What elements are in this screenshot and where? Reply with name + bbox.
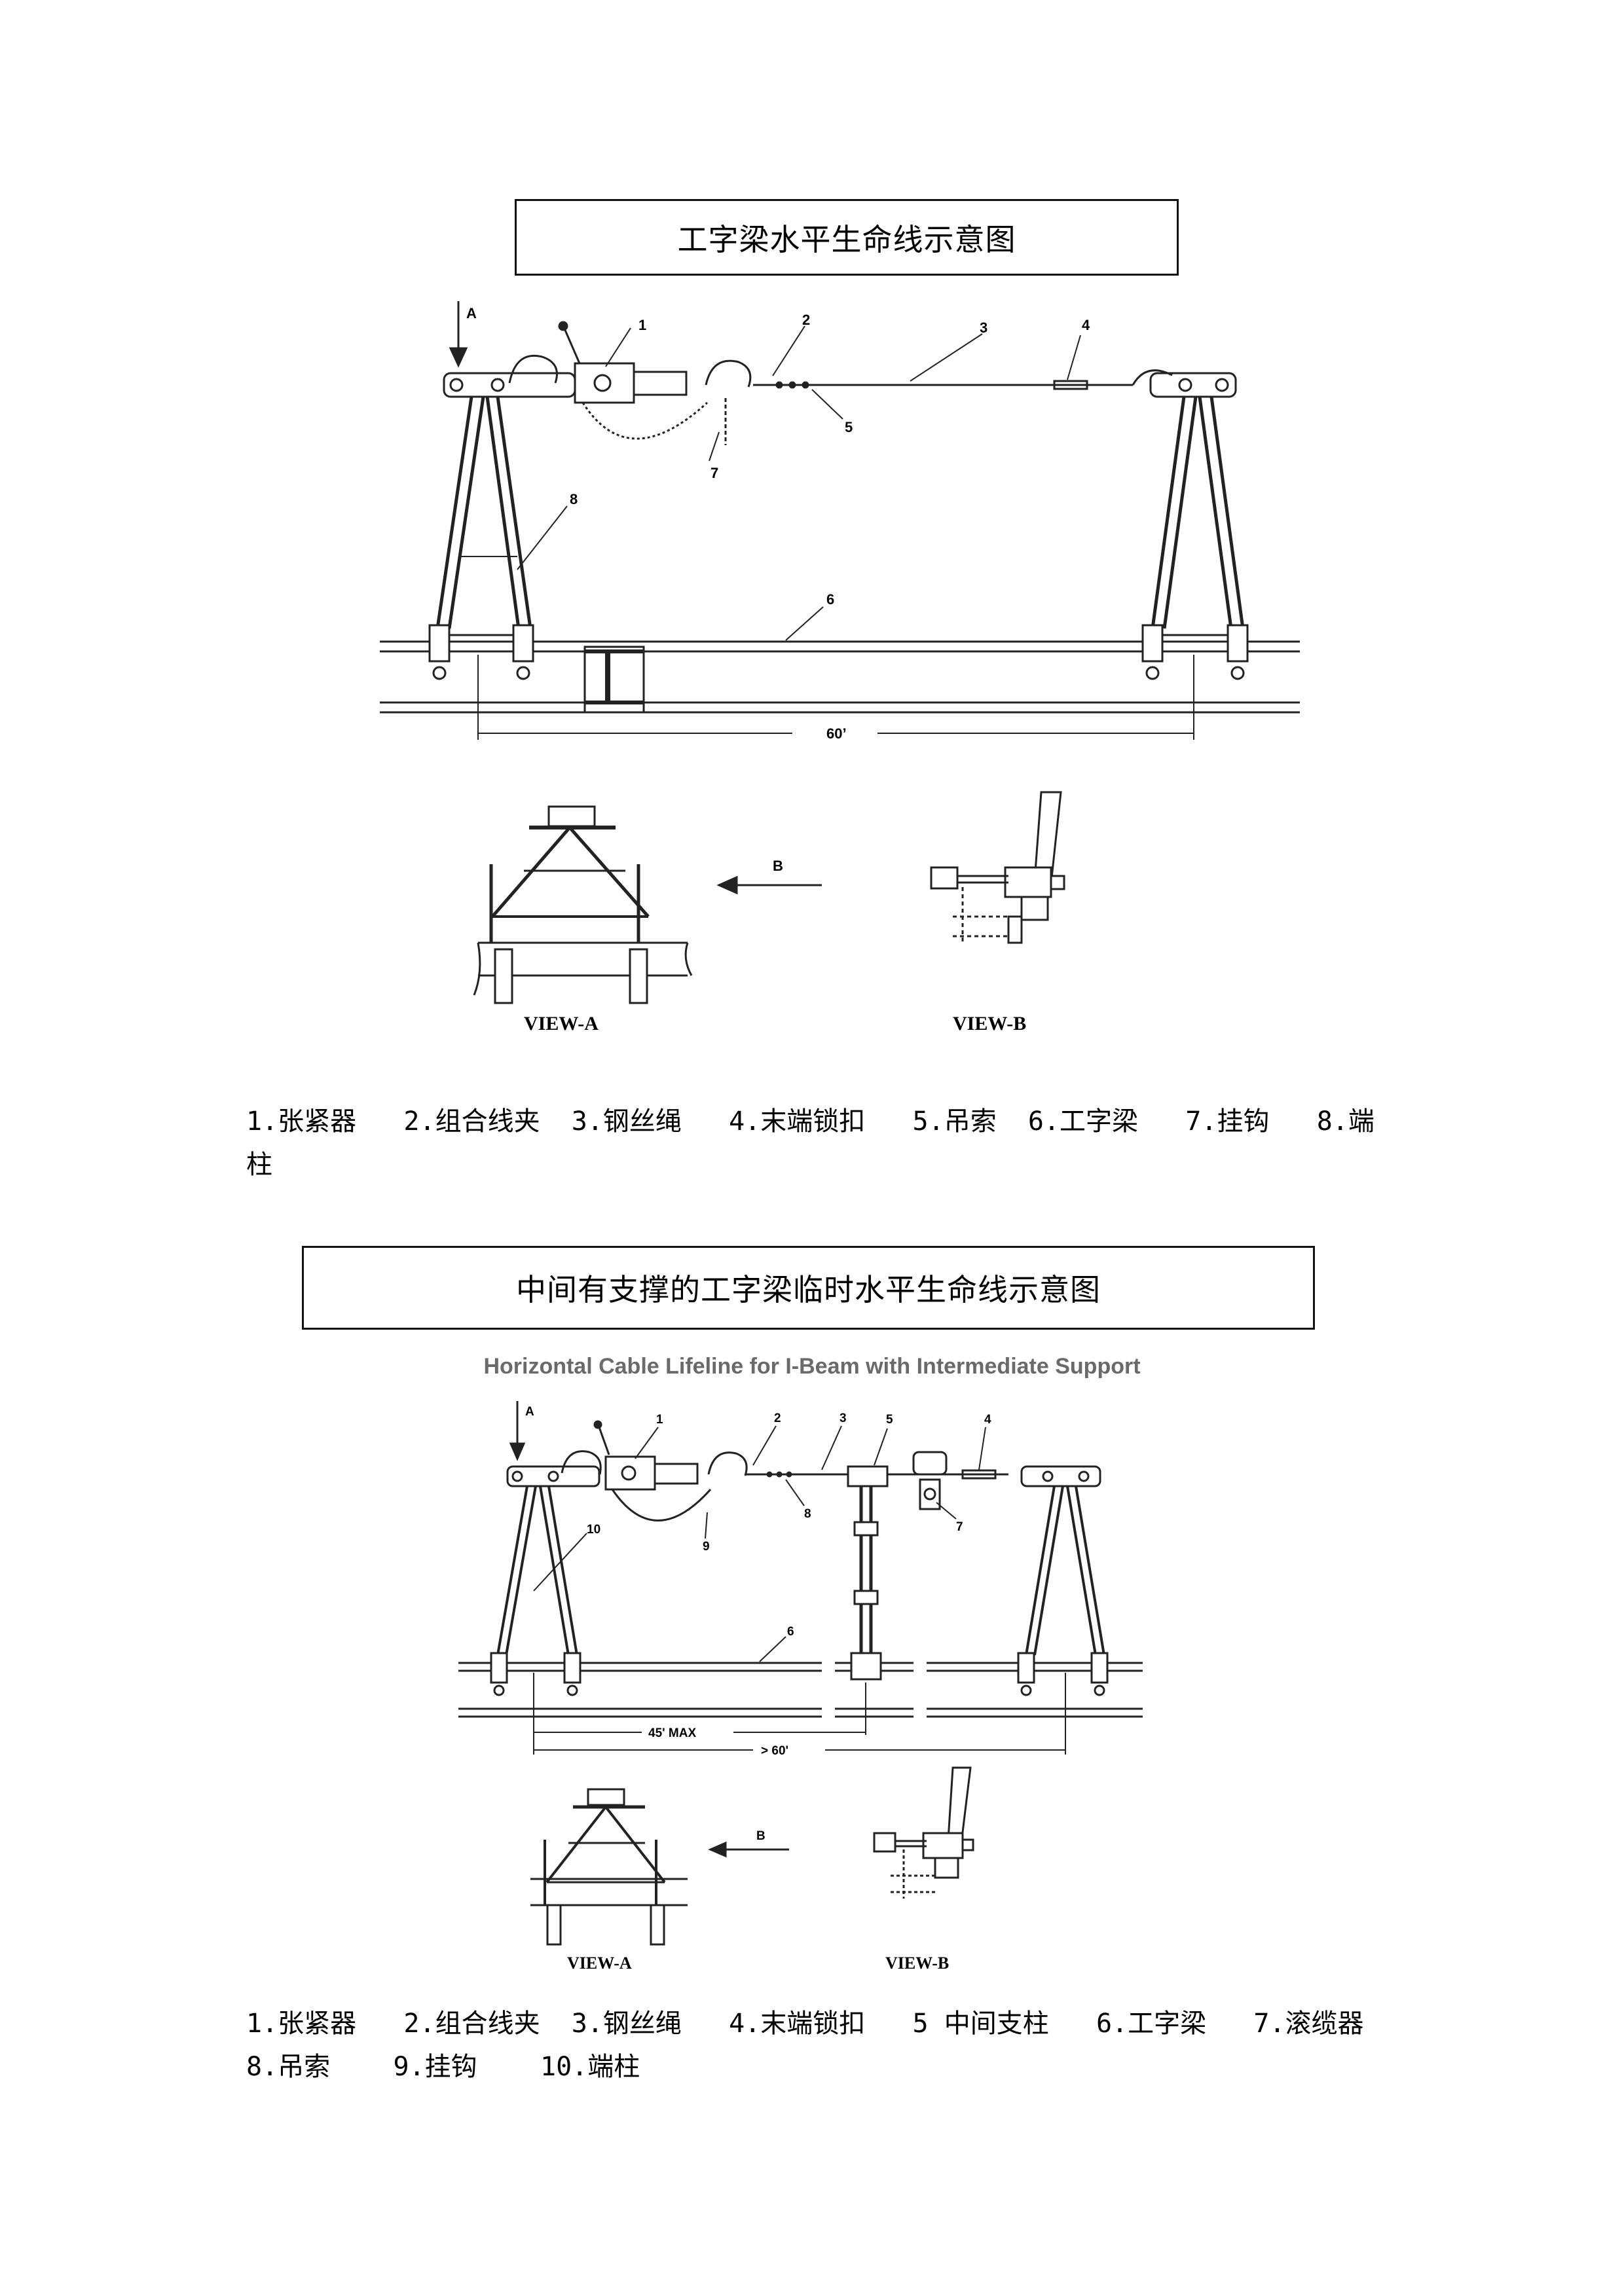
view-a-drawing xyxy=(473,805,822,1004)
diagram-2-title: 中间有支撑的工字梁临时水平生命线示意图 xyxy=(302,1246,1315,1330)
callout2-4: 4 xyxy=(984,1413,991,1427)
view-a-arrow-label: A xyxy=(466,305,477,321)
span-max-label: 45' MAX xyxy=(648,1726,696,1740)
view-b-drawing-2 xyxy=(873,1766,974,1899)
callout-3: 3 xyxy=(980,319,987,336)
view-b-drawing xyxy=(930,791,1065,944)
callout-6: 6 xyxy=(826,591,834,608)
view-b-arrow-label: B xyxy=(773,858,783,874)
callout2-6: 6 xyxy=(787,1625,794,1639)
part-callouts: 1 2 3 4 5 6 7 8 xyxy=(570,312,1090,608)
callout-7: 7 xyxy=(710,465,718,481)
legend-1-line-1: 1.张紧器 2.组合线夹 3.钢丝绳 4.末端锁扣 5.吊索 6.工字梁 7.挂… xyxy=(246,1106,1375,1137)
view-b-label: VIEW-B xyxy=(953,1013,1026,1034)
callout-4: 4 xyxy=(1082,317,1090,333)
span-dimension-label: 60’ xyxy=(826,725,847,742)
part-callouts-2: 1 2 3 5 4 8 7 10 9 6 xyxy=(587,1412,991,1639)
legend-1-line-2: 柱 xyxy=(246,1150,272,1180)
callout2-8: 8 xyxy=(804,1507,811,1521)
view-a-label: VIEW-A xyxy=(524,1013,599,1034)
view-a-label-2: VIEW-A xyxy=(567,1954,632,1973)
legend-2-line-1: 1.张紧器 2.组合线夹 3.钢丝绳 4.末端锁扣 5 中间支柱 6.工字梁 7… xyxy=(246,2009,1364,2039)
diagram-2-legend: 1.张紧器 2.组合线夹 3.钢丝绳 4.末端锁扣 5 中间支柱 6.工字梁 7… xyxy=(246,2002,1425,2088)
callout2-1: 1 xyxy=(656,1413,663,1427)
callout2-2: 2 xyxy=(774,1412,781,1425)
callout2-10: 10 xyxy=(587,1523,600,1537)
diagram-1-title: 工字梁水平生命线示意图 xyxy=(515,199,1179,276)
callout2-7: 7 xyxy=(956,1520,963,1534)
view-a-arrow-label-2: A xyxy=(525,1405,534,1419)
callout2-5: 5 xyxy=(886,1413,893,1427)
view-b-arrow-label-2: B xyxy=(756,1829,766,1843)
legend-2-line-2: 8.吊索 9.挂钩 10.端柱 xyxy=(246,2052,640,2082)
ibeam-lifeline-diagram: A 1 2 3 4 5 6 7 8 60’ B VIEW-A xyxy=(380,301,1300,1034)
callout-1: 1 xyxy=(638,317,646,333)
callout-8: 8 xyxy=(570,491,578,507)
callout2-9: 9 xyxy=(703,1540,710,1554)
diagram-1-legend: 1.张紧器 2.组合线夹 3.钢丝绳 4.末端锁扣 5.吊索 6.工字梁 7.挂… xyxy=(246,1100,1425,1186)
span-total-label: > 60' xyxy=(761,1744,788,1758)
callout-2: 2 xyxy=(802,312,810,328)
callout-5: 5 xyxy=(845,419,853,435)
ibeam-intermediate-support-diagram: A 1 2 3 5 4 8 7 10 9 6 45' MAX > 60' B V… xyxy=(458,1401,1143,1973)
view-b-label-2: VIEW-B xyxy=(885,1954,949,1973)
view-a-drawing-2 xyxy=(530,1788,789,1946)
diagram-2-subtitle: Horizontal Cable Lifeline for I-Beam wit… xyxy=(483,1354,1141,1379)
callout2-3: 3 xyxy=(840,1412,847,1425)
